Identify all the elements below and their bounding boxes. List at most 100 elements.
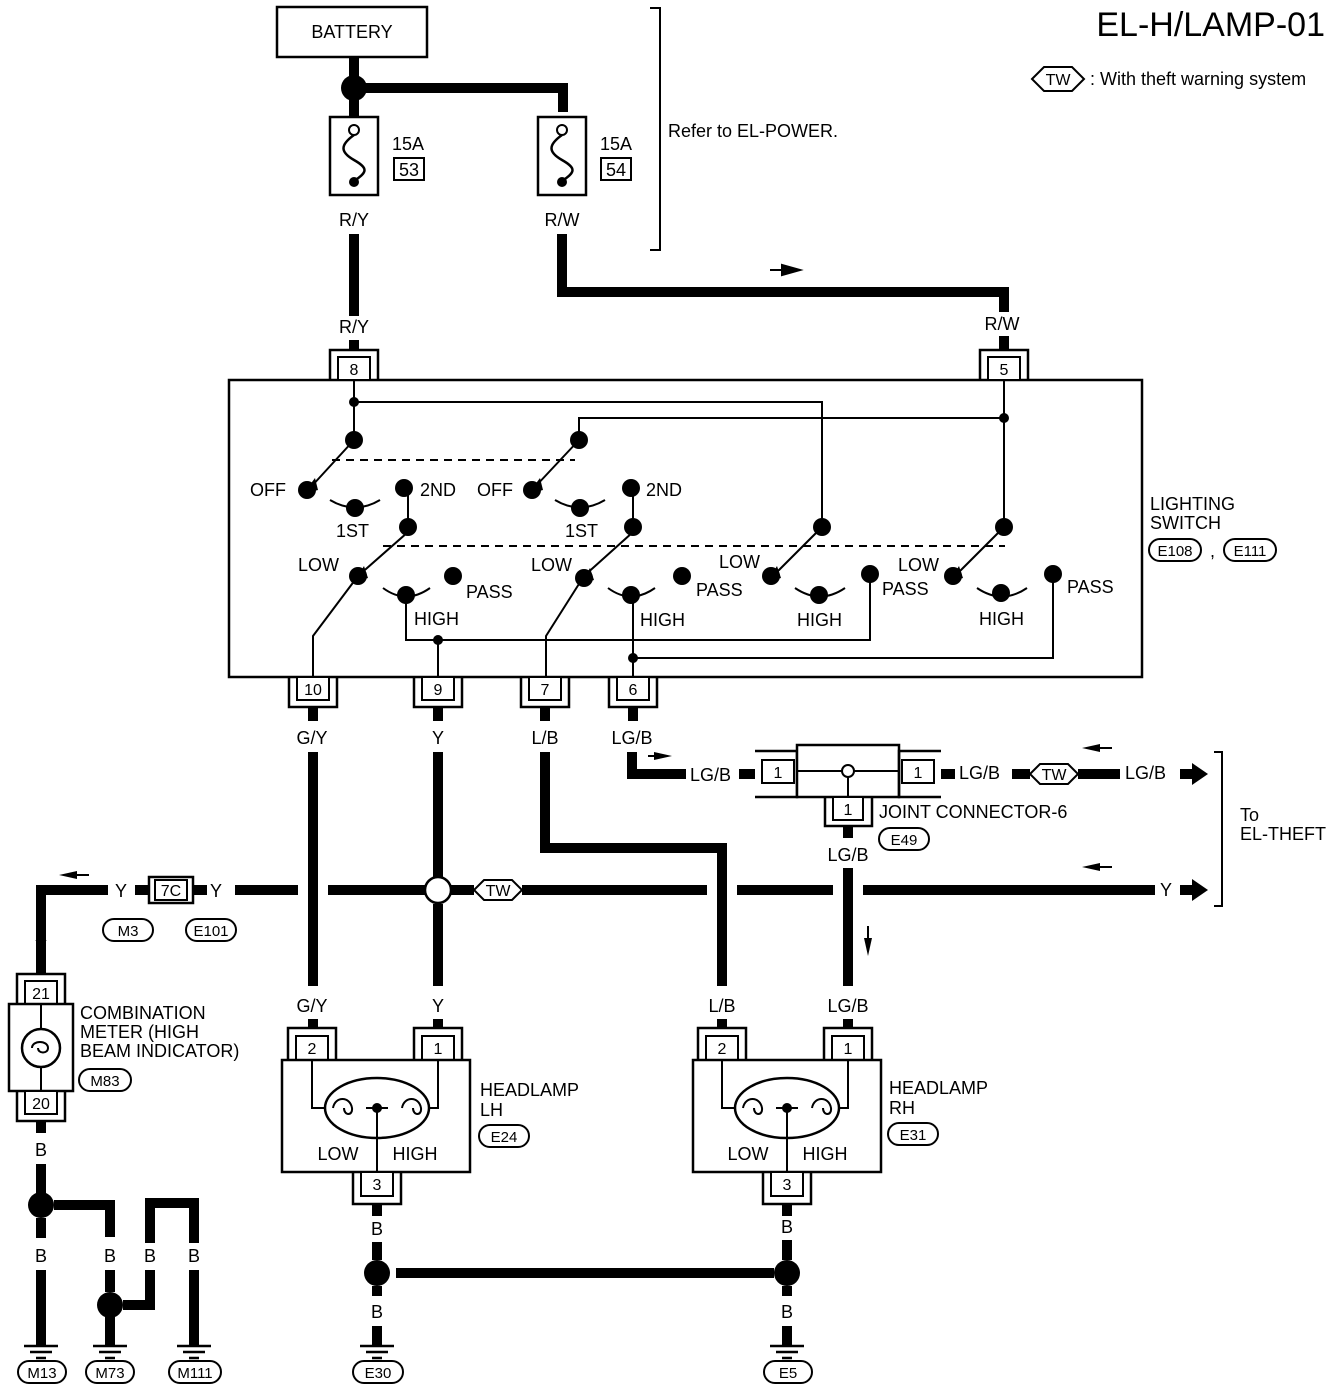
svg-text:E108: E108 (1157, 543, 1192, 560)
label-pass-2: PASS (696, 580, 743, 600)
wire-label-rw: R/W (985, 314, 1020, 334)
label-pass-3: PASS (882, 579, 929, 599)
ground-splice-dot (364, 1260, 390, 1286)
switch-name-line1: LIGHTING (1150, 494, 1235, 514)
tw-legend-text: : With theft warning system (1090, 69, 1306, 89)
svg-text:1: 1 (844, 1041, 853, 1058)
svg-text:9: 9 (434, 682, 443, 699)
svg-text:TW: TW (486, 883, 512, 900)
rh-name-line2: RH (889, 1098, 915, 1118)
joint-wire-label: LG/B (827, 845, 868, 865)
label-low-2: LOW (531, 555, 572, 575)
arrow-left-icon (59, 871, 77, 879)
label-low-1: LOW (298, 555, 339, 575)
meter-name-line2: METER (HIGH (80, 1022, 199, 1042)
meter-name-line3: BEAM INDICATOR) (80, 1041, 239, 1061)
svg-text:M73: M73 (95, 1365, 124, 1382)
svg-text:E49: E49 (891, 832, 918, 849)
ground-splice-dot (774, 1260, 800, 1286)
rh-ref-e31: E31 (887, 1122, 939, 1146)
wire-lb (540, 752, 727, 986)
svg-text:LOW: LOW (317, 1144, 358, 1164)
combination-meter: 21 20 (7, 972, 75, 1123)
fuse-53-amp: 15A (392, 134, 424, 154)
arrow-left-icon (1082, 744, 1100, 752)
wire-label-lgb-2: LG/B (959, 763, 1000, 783)
battery-box (275, 5, 429, 59)
lh-name-line2: LH (480, 1100, 503, 1120)
ground-splice-dot (28, 1192, 54, 1218)
svg-text:7C: 7C (161, 883, 181, 900)
svg-text:21: 21 (32, 986, 50, 1003)
wire-label-y-left: Y (115, 881, 127, 901)
ground-e30: E30 (352, 1360, 404, 1384)
label-2nd-1: 2ND (420, 480, 456, 500)
switch-pin-10: 10 (287, 676, 339, 709)
arrow-right-icon (770, 263, 804, 277)
lh-ground-label-b: B (371, 1219, 383, 1239)
meter-wire-label-y: Y (35, 937, 47, 957)
ground-wire-label-4: B (188, 1246, 200, 1266)
svg-text:TW: TW (1042, 767, 1068, 784)
ground-m111: M111 (168, 1360, 222, 1384)
lh-name-line1: HEADLAMP (480, 1080, 579, 1100)
svg-text:M3: M3 (118, 923, 139, 940)
svg-text:5: 5 (1000, 362, 1009, 379)
rh-ground-label-b: B (781, 1217, 793, 1237)
to-theft-line2: EL-THEFT (1240, 824, 1326, 844)
svg-text:2: 2 (308, 1041, 317, 1058)
tw-badge-icon (1030, 66, 1086, 92)
svg-text:1: 1 (844, 802, 853, 819)
svg-text:10: 10 (304, 682, 322, 699)
diagram-title: EL-H/LAMP-01 (1096, 6, 1325, 44)
headlamp-lh: 2 1 LOW HIGH 3 (280, 1026, 472, 1206)
battery-label: BATTERY (311, 22, 392, 42)
label-high-4: HIGH (979, 609, 1024, 629)
wire-label-y-right: Y (1160, 880, 1172, 900)
ground-wire-label-1: B (35, 1246, 47, 1266)
theft-bracket (1214, 751, 1223, 907)
switch-position-labels: OFF 2ND 1ST OFF 2ND 1ST LOW PASS HIGH LO… (250, 480, 1114, 630)
meter-name-line1: COMBINATION (80, 1003, 206, 1023)
wire-y-upper (433, 752, 443, 878)
switch-pin-6: 6 (607, 676, 659, 709)
lh-wire-label-y: Y (432, 996, 444, 1016)
label-high-2: HIGH (640, 610, 685, 630)
svg-text:7: 7 (541, 682, 550, 699)
joint-connector: 1 1 1 (755, 743, 941, 828)
ground-symbols-left (24, 1344, 211, 1360)
joint-name: JOINT CONNECTOR-6 (879, 802, 1067, 822)
svg-text:M83: M83 (90, 1073, 119, 1090)
wire-label-lgb-top: LG/B (611, 728, 652, 748)
bulb-icon (20, 1027, 62, 1069)
lh-wire-label-gy: G/Y (296, 996, 327, 1016)
svg-text:LOW: LOW (727, 1144, 768, 1164)
ref-m3: M3 (102, 918, 154, 942)
ground-bus (396, 1268, 774, 1278)
tw-badge-label: TW (1046, 72, 1072, 89)
tw-legend: TW : With theft warning system (1030, 66, 1306, 92)
wire-rw (557, 234, 1009, 312)
arrow-right-icon (1192, 879, 1208, 901)
label-high-1: HIGH (414, 609, 459, 629)
wire-label-y-mid: Y (210, 881, 222, 901)
switch-internal-wiring (309, 380, 1054, 684)
fuse-54-amp: 15A (600, 134, 632, 154)
tw-badge-y: TW (472, 879, 524, 901)
lh-ref-e24: E24 (478, 1124, 530, 1148)
svg-text:E101: E101 (193, 923, 228, 940)
y-splice (423, 875, 453, 905)
wire-label-y-top: Y (432, 728, 444, 748)
wire-ry (349, 234, 359, 316)
battery-splice-dot (341, 75, 367, 101)
svg-text:20: 20 (32, 1096, 50, 1113)
label-pass-4: PASS (1067, 577, 1114, 597)
svg-text:3: 3 (783, 1177, 792, 1194)
svg-text:M13: M13 (27, 1365, 56, 1382)
switch-pin-7: 7 (519, 676, 571, 709)
fuse53-feed (349, 98, 359, 118)
fuse-53: 15A 53 (328, 115, 425, 197)
wire-label-lb-top: L/B (531, 728, 558, 748)
svg-text:HIGH: HIGH (803, 1144, 848, 1164)
